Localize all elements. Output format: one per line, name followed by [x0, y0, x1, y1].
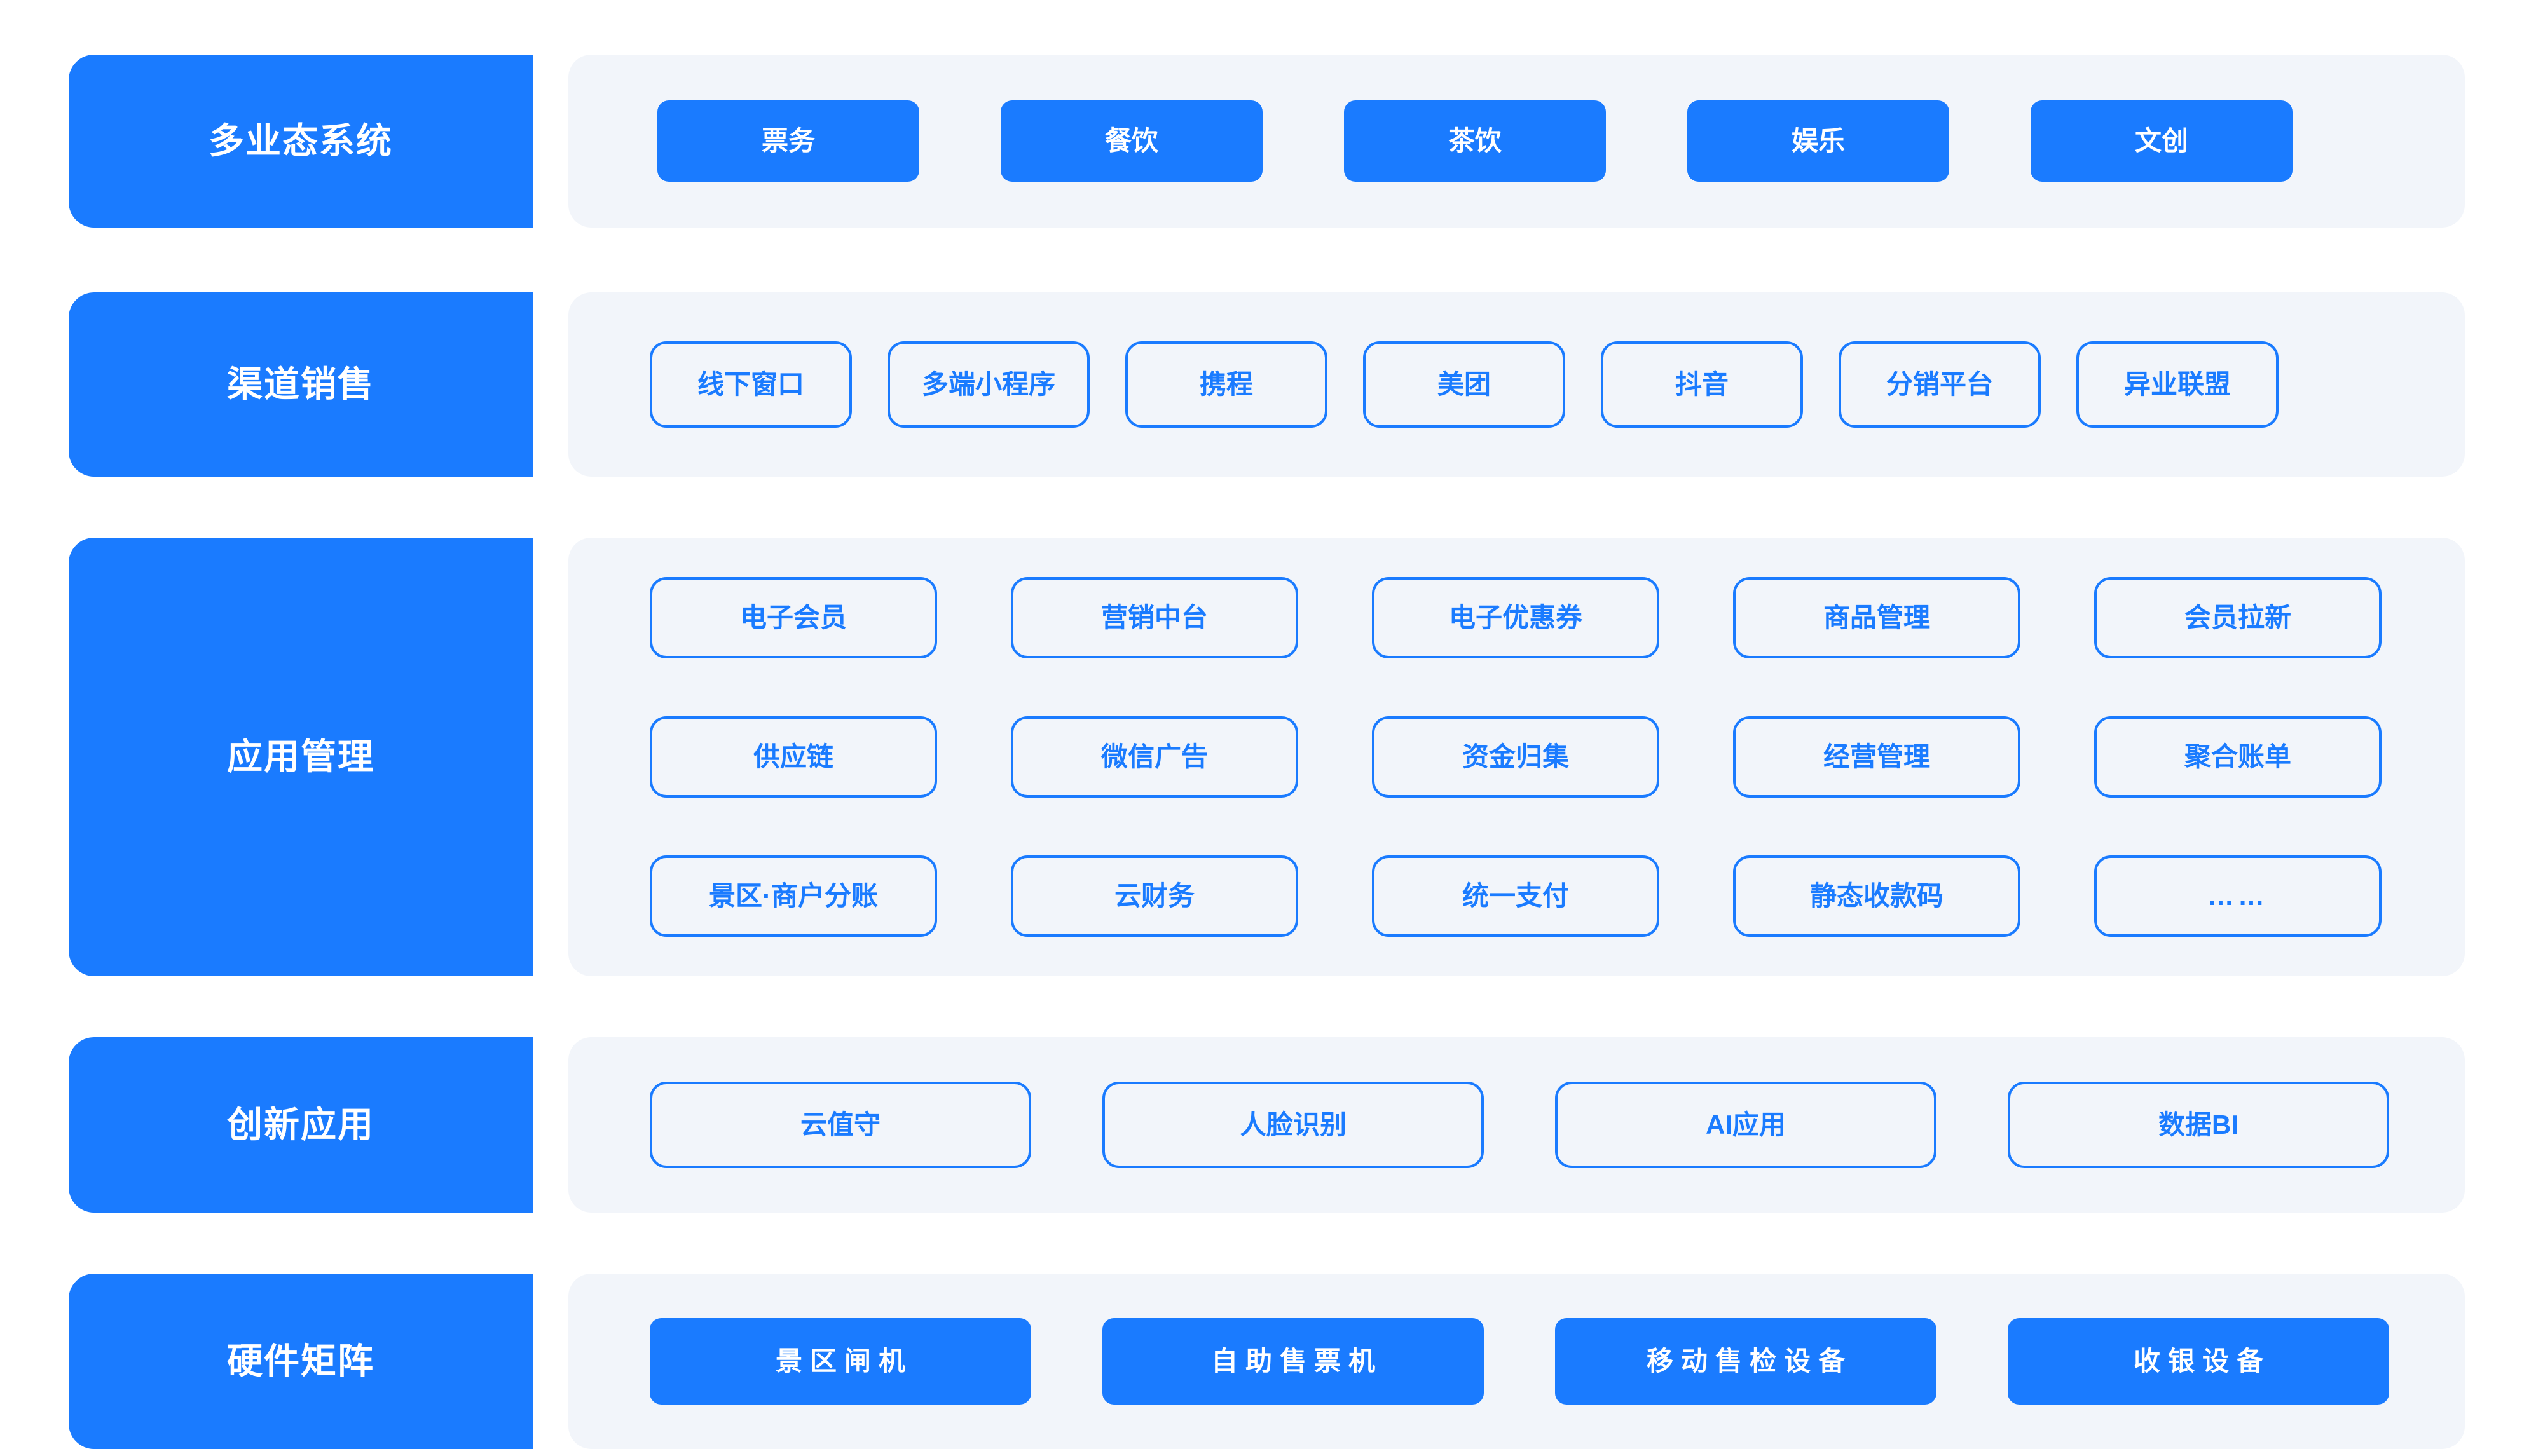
chip-label: 景区闸机	[775, 1346, 913, 1376]
chip-label: ……	[2207, 881, 2268, 911]
chip-label: 云财务	[1114, 881, 1195, 911]
chip-ctrip[interactable]: 携程	[1125, 341, 1327, 428]
section-label-text: 应用管理	[227, 737, 374, 777]
section-label-text: 渠道销售	[227, 364, 374, 404]
chip-mobile-sales-inspection-device[interactable]: 移动售检设备	[1555, 1318, 1936, 1405]
chip-static-payment-qr[interactable]: 静态收款码	[1733, 855, 2020, 937]
chip-label: 景区·商户分账	[709, 881, 878, 911]
chip-entertainment[interactable]: 娱乐	[1687, 100, 1949, 182]
chip-label: 线下窗口	[697, 369, 804, 399]
chip-ai-application[interactable]: AI应用	[1555, 1082, 1936, 1168]
section-panel-hardware-matrix: 景区闸机 自助售票机 移动售检设备 收银设备	[568, 1274, 2465, 1449]
chip-row: 供应链 微信广告 资金归集 经营管理 聚合账单	[650, 716, 2465, 798]
chip-label: 人脸识别	[1239, 1110, 1347, 1140]
chip-supply-chain[interactable]: 供应链	[650, 716, 937, 798]
chip-label: 票务	[761, 126, 815, 156]
section-label-channel-sales: 渠道销售	[69, 292, 533, 477]
chip-label: 商品管理	[1823, 602, 1930, 632]
chip-scenic-turnstile[interactable]: 景区闸机	[650, 1318, 1031, 1405]
chip-product-management[interactable]: 商品管理	[1733, 577, 2020, 658]
chip-label: 收银设备	[2133, 1346, 2271, 1376]
chip-dining[interactable]: 餐饮	[1001, 100, 1263, 182]
chip-label: 统一支付	[1462, 881, 1569, 911]
chip-label: 自助售票机	[1210, 1346, 1383, 1376]
section-label-text: 硬件矩阵	[227, 1341, 374, 1381]
section-channel-sales: 渠道销售 线下窗口 多端小程序 携程 美团 抖音 分销平台 异业联盟	[0, 292, 2536, 477]
chip-label: 茶饮	[1448, 126, 1502, 156]
chip-label: 电子会员	[739, 602, 847, 632]
chip-label: 静态收款码	[1809, 881, 1943, 911]
chip-label: 聚合账单	[2184, 742, 2291, 772]
section-label-multi-format-system: 多业态系统	[69, 55, 533, 228]
chip-marketing-midplatform[interactable]: 营销中台	[1011, 577, 1298, 658]
chip-label: 携程	[1199, 369, 1253, 399]
chip-row: 景区·商户分账 云财务 统一支付 静态收款码 ……	[650, 855, 2465, 937]
section-label-application-management: 应用管理	[69, 538, 533, 976]
chip-row: 电子会员 营销中台 电子优惠券 商品管理 会员拉新	[650, 577, 2465, 658]
chip-more-ellipsis[interactable]: ……	[2094, 855, 2382, 937]
chip-label: 会员拉新	[2184, 602, 2291, 632]
chip-member-acquisition[interactable]: 会员拉新	[2094, 577, 2382, 658]
chip-fund-collection[interactable]: 资金归集	[1372, 716, 1659, 798]
chip-row: 景区闸机 自助售票机 移动售检设备 收银设备	[650, 1318, 2465, 1405]
chip-meituan[interactable]: 美团	[1363, 341, 1565, 428]
chip-scenic-merchant-settlement[interactable]: 景区·商户分账	[650, 855, 937, 937]
section-panel-innovative-application: 云值守 人脸识别 AI应用 数据BI	[568, 1037, 2465, 1213]
chip-wechat-ads[interactable]: 微信广告	[1011, 716, 1298, 798]
chip-offline-window[interactable]: 线下窗口	[650, 341, 852, 428]
chip-douyin[interactable]: 抖音	[1601, 341, 1803, 428]
chip-label: 分销平台	[1886, 369, 1993, 399]
chip-label: 电子优惠券	[1448, 602, 1582, 632]
chip-label: 异业联盟	[2123, 369, 2231, 399]
chip-distribution-platform[interactable]: 分销平台	[1839, 341, 2041, 428]
chip-ticketing[interactable]: 票务	[657, 100, 919, 182]
section-panel-channel-sales: 线下窗口 多端小程序 携程 美团 抖音 分销平台 异业联盟	[568, 292, 2465, 477]
section-innovative-application: 创新应用 云值守 人脸识别 AI应用 数据BI	[0, 1037, 2536, 1213]
section-multi-format-system: 多业态系统 票务 餐饮 茶饮 娱乐 文创	[0, 55, 2536, 228]
chip-label: 供应链	[753, 742, 833, 772]
section-label-text: 创新应用	[227, 1105, 374, 1145]
chip-tea-drinks[interactable]: 茶饮	[1344, 100, 1606, 182]
chip-business-management[interactable]: 经营管理	[1733, 716, 2020, 798]
chip-label: 数据BI	[2158, 1110, 2238, 1140]
section-label-innovative-application: 创新应用	[69, 1037, 533, 1213]
chip-row: 票务 餐饮 茶饮 娱乐 文创	[657, 100, 2465, 182]
chip-cloud-finance[interactable]: 云财务	[1011, 855, 1298, 937]
section-label-text: 多业态系统	[209, 121, 393, 161]
chip-e-membership[interactable]: 电子会员	[650, 577, 937, 658]
chip-label: 微信广告	[1100, 742, 1208, 772]
chip-label: 资金归集	[1462, 742, 1569, 772]
section-panel-multi-format-system: 票务 餐饮 茶饮 娱乐 文创	[568, 55, 2465, 228]
chip-cross-industry-alliance[interactable]: 异业联盟	[2076, 341, 2279, 428]
chip-cashier-device[interactable]: 收银设备	[2008, 1318, 2389, 1405]
chip-e-coupon[interactable]: 电子优惠券	[1372, 577, 1659, 658]
section-application-management: 应用管理 电子会员 营销中台 电子优惠券 商品管理 会员拉新 供应链 微信广告 …	[0, 538, 2536, 976]
chip-label: 移动售检设备	[1646, 1346, 1853, 1376]
chip-face-recognition[interactable]: 人脸识别	[1102, 1082, 1484, 1168]
chip-cultural-creative[interactable]: 文创	[2031, 100, 2293, 182]
chip-label: 云值守	[800, 1110, 881, 1140]
chip-label: 多端小程序	[921, 369, 1055, 399]
chip-label: AI应用	[1705, 1110, 1786, 1140]
chip-label: 娱乐	[1791, 126, 1845, 156]
section-hardware-matrix: 硬件矩阵 景区闸机 自助售票机 移动售检设备 收银设备	[0, 1274, 2536, 1449]
chip-unified-payment[interactable]: 统一支付	[1372, 855, 1659, 937]
chip-aggregated-bill[interactable]: 聚合账单	[2094, 716, 2382, 798]
chip-self-service-ticket-machine[interactable]: 自助售票机	[1102, 1318, 1484, 1405]
chip-row: 云值守 人脸识别 AI应用 数据BI	[650, 1082, 2465, 1168]
section-panel-application-management: 电子会员 营销中台 电子优惠券 商品管理 会员拉新 供应链 微信广告 资金归集 …	[568, 538, 2465, 976]
chip-data-bi[interactable]: 数据BI	[2008, 1082, 2389, 1168]
chip-label: 营销中台	[1100, 602, 1208, 632]
chip-multi-terminal-miniprogram[interactable]: 多端小程序	[888, 341, 1090, 428]
chip-cloud-duty[interactable]: 云值守	[650, 1082, 1031, 1168]
chip-label: 抖音	[1675, 369, 1729, 399]
section-label-hardware-matrix: 硬件矩阵	[69, 1274, 533, 1449]
chip-label: 经营管理	[1823, 742, 1930, 772]
chip-row: 线下窗口 多端小程序 携程 美团 抖音 分销平台 异业联盟	[650, 341, 2465, 428]
chip-label: 美团	[1437, 369, 1491, 399]
chip-label: 餐饮	[1104, 126, 1158, 156]
chip-label: 文创	[2134, 126, 2188, 156]
